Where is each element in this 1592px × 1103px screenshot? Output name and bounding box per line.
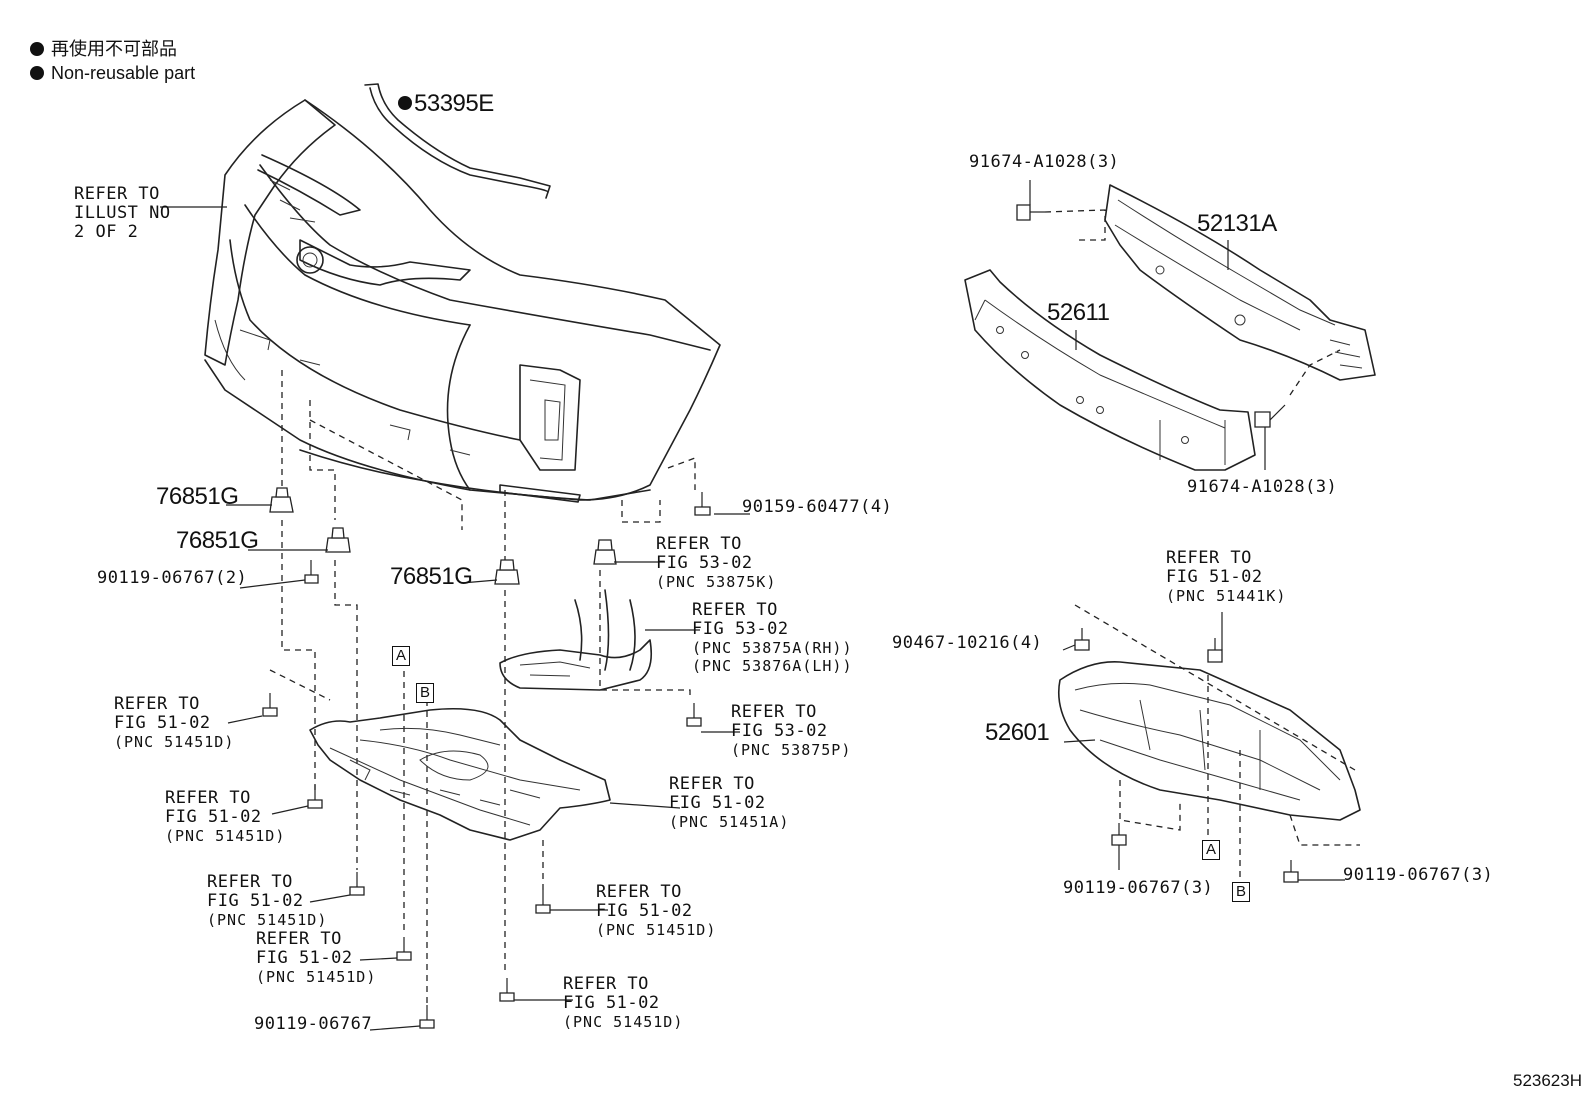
pnc-text: (PNC 53875K) — [656, 573, 777, 591]
bolts-91674 — [1016, 204, 1341, 428]
label-52601[interactable]: 52601 — [985, 719, 1050, 746]
refer-text: REFER TO FIG 51-02 — [596, 882, 693, 921]
pnc-text: (PNC 51441K) — [1166, 587, 1287, 605]
label-90119-06767[interactable]: 90119-06767 — [254, 1014, 373, 1034]
pnc-text: (PNC 51451D) — [563, 1013, 684, 1031]
label-52611[interactable]: 52611 — [1047, 299, 1110, 326]
label-52131a[interactable]: 52131A — [1197, 210, 1277, 237]
label-76851g-c[interactable]: 76851G — [390, 563, 473, 590]
leader-lines — [160, 180, 1345, 1031]
refer-text: REFER TO FIG 51-02 — [165, 788, 262, 827]
label-76851g-b[interactable]: 76851G — [176, 527, 259, 554]
label-fig51-a[interactable]: REFER TO FIG 51-02(PNC 51451D) — [114, 694, 235, 752]
label-90119-06767-2[interactable]: 90119-06767(2) — [97, 568, 248, 588]
label-91674-bottom[interactable]: 91674-A1028(3) — [1187, 477, 1338, 497]
label-fig51-e[interactable]: REFER TO FIG 51-02(PNC 51451D) — [256, 929, 377, 987]
pnc-text: (PNC 51451A) — [669, 813, 790, 831]
splash-shield — [499, 589, 653, 691]
legend-en-text: Non-reusable part — [51, 63, 196, 83]
refer-text: REFER TO FIG 51-02 — [669, 774, 766, 813]
label-90159-60477[interactable]: 90159-60477(4) — [742, 497, 893, 517]
non-reusable-dot-icon — [30, 66, 44, 80]
front-bumper-cover — [204, 99, 721, 503]
pnc-text: (PNC 53875A(RH)) (PNC 53876A(LH)) — [692, 639, 853, 675]
illustration-number: 523623H — [1512, 1071, 1582, 1090]
label-91674-top[interactable]: 91674-A1028(3) — [969, 152, 1120, 172]
marker-b-right: B — [1232, 882, 1250, 902]
label-fig51-d[interactable]: REFER TO FIG 51-02(PNC 51451D) — [207, 872, 328, 930]
label-fig51-k[interactable]: REFER TO FIG 51-02(PNC 51441K) — [1166, 548, 1287, 606]
marker-a: A — [392, 646, 410, 666]
pnc-text: (PNC 51451D) — [256, 968, 377, 986]
refer-text: REFER TO FIG 51-02 — [207, 872, 304, 911]
marker-a-right: A — [1202, 840, 1220, 860]
clip-76851g-shapes — [269, 487, 617, 585]
label-90467-10216[interactable]: 90467-10216(4) — [892, 633, 1043, 653]
label-refer-illust[interactable]: REFER TO ILLUST NO 2 OF 2 — [74, 184, 171, 242]
pnc-text: (PNC 53875P) — [731, 741, 852, 759]
label-53395e[interactable]: 53395E — [398, 91, 494, 117]
energy-absorber — [964, 269, 1256, 471]
pnc-text: (PNC 51451D) — [114, 733, 235, 751]
engine-under-cover — [309, 707, 611, 841]
label-90119-06767-3b[interactable]: 90119-06767(3) — [1343, 865, 1494, 885]
refer-text: REFER TO FIG 53-02 — [731, 702, 828, 741]
front-under-cover — [1057, 604, 1361, 880]
label-76851g-a[interactable]: 76851G — [156, 483, 239, 510]
legend-en: Non-reusable part — [30, 62, 195, 84]
part-number: 53395E — [414, 90, 494, 117]
label-90119-06767-3a[interactable]: 90119-06767(3) — [1063, 878, 1214, 898]
screws-right — [1074, 628, 1299, 883]
refer-text: REFER TO FIG 51-02 — [563, 974, 660, 1013]
refer-text: REFER TO FIG 51-02 — [114, 694, 211, 733]
pnc-text: (PNC 51451D) — [207, 911, 328, 929]
seal-strip — [369, 87, 549, 193]
pnc-text: (PNC 51451D) — [165, 827, 286, 845]
label-fig51-c[interactable]: REFER TO FIG 51-02(PNC 51451A) — [669, 774, 790, 832]
label-fig53-a[interactable]: REFER TO FIG 53-02(PNC 53875K) — [656, 534, 777, 592]
label-fig51-g[interactable]: REFER TO FIG 51-02(PNC 51451D) — [563, 974, 684, 1032]
non-reusable-dot-icon — [30, 42, 44, 56]
label-fig51-f[interactable]: REFER TO FIG 51-02(PNC 51451D) — [596, 882, 717, 940]
legend-jp: 再使用不可部品 — [30, 38, 177, 60]
bumper-reinforcement — [1104, 184, 1376, 381]
non-reusable-dot-icon — [398, 96, 412, 110]
refer-text: REFER TO FIG 53-02 — [692, 600, 789, 639]
refer-text: REFER TO FIG 51-02 — [1166, 548, 1263, 587]
pnc-text: (PNC 51451D) — [596, 921, 717, 939]
label-fig51-b[interactable]: REFER TO FIG 51-02(PNC 51451D) — [165, 788, 286, 846]
legend-jp-text: 再使用不可部品 — [51, 39, 177, 59]
marker-b: B — [416, 683, 434, 703]
refer-text: REFER TO FIG 53-02 — [656, 534, 753, 573]
refer-text: REFER TO FIG 51-02 — [256, 929, 353, 968]
label-fig53-b[interactable]: REFER TO FIG 53-02(PNC 53875A(RH)) (PNC … — [692, 600, 853, 676]
label-fig53-c[interactable]: REFER TO FIG 53-02(PNC 53875P) — [731, 702, 852, 760]
